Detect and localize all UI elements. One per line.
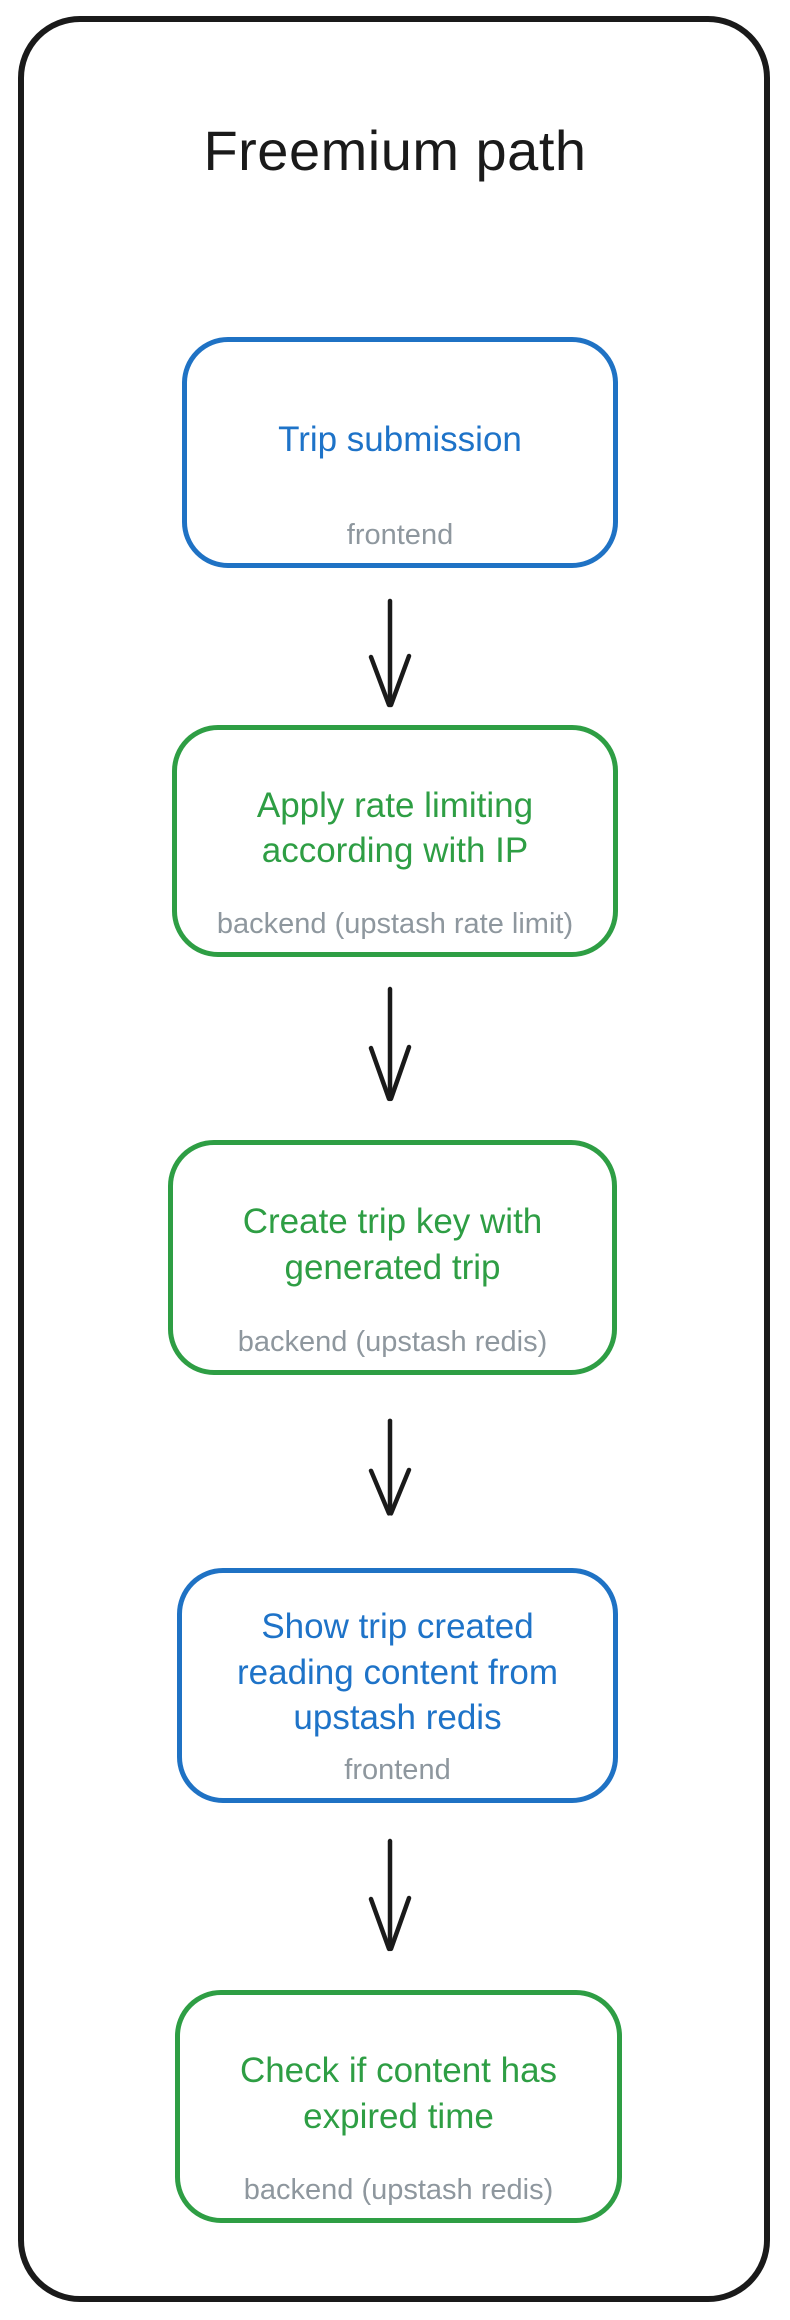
arrow-down-icon [360,1838,420,1954]
flow-node-sublabel: frontend [344,1754,451,1786]
flow-node-check-expired-time: Check if content has expired time backen… [175,1990,622,2223]
flow-node-sublabel: frontend [346,519,454,551]
flow-node-create-trip-key: Create trip key with generated trip back… [168,1140,617,1375]
arrow-down-icon [360,986,420,1104]
flow-node-label: Create trip key with generated trip [242,1202,543,1287]
flow-node-sublabel: backend (upstash redis) [237,1326,548,1358]
flow-node-label: Apply rate limiting according with IP [256,785,534,871]
arrow-down-icon [360,1418,420,1518]
flow-node-apply-rate-limiting: Apply rate limiting according with IP ba… [172,725,618,957]
arrow-down-icon [360,598,420,710]
flow-node-label: Check if content has expired time [239,2051,558,2136]
diagram-title: Freemium path [203,119,587,182]
flow-node-sublabel: backend (upstash redis) [243,2174,554,2206]
flow-node-label: Trip submission [278,419,522,459]
flow-node-sublabel: backend (upstash rate limit) [216,908,574,940]
flow-node-trip-submission: Trip submission frontend [182,337,618,568]
flow-node-label: Show trip created reading content from u… [236,1607,558,1738]
flow-node-show-trip-created: Show trip created reading content from u… [177,1568,618,1803]
